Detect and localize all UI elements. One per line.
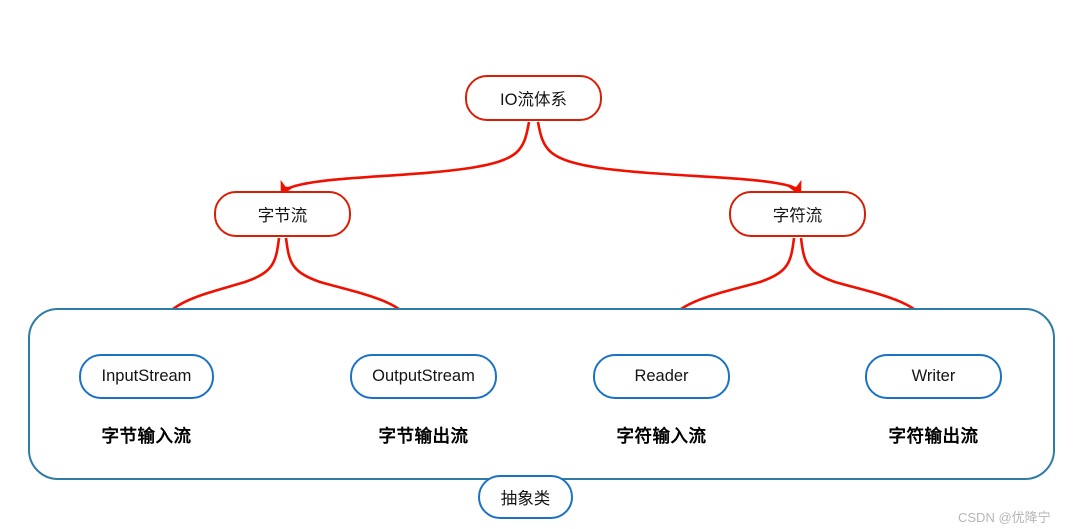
- node-reader[interactable]: Reader: [593, 354, 730, 399]
- node-abstract-class-label: 抽象类: [500, 490, 551, 508]
- node-io-stream-system-label: IO流体系: [500, 91, 567, 109]
- node-io-stream-system[interactable]: IO流体系: [465, 75, 602, 121]
- caption-inputstream: 字节输入流: [101, 426, 192, 446]
- node-byte-stream-label: 字节流: [257, 207, 308, 225]
- node-reader-label: Reader: [634, 367, 689, 385]
- edge-root-to-byte-stream: [280, 121, 531, 197]
- watermark: CSDN @优降宁: [958, 510, 1051, 525]
- caption-reader: 字符输入流: [616, 426, 707, 446]
- caption-outputstream: 字节输出流: [378, 426, 469, 446]
- node-char-stream-label: 字符流: [772, 207, 823, 225]
- node-abstract-class[interactable]: 抽象类: [478, 475, 573, 519]
- node-outputstream-label: OutputStream: [372, 367, 475, 385]
- node-inputstream[interactable]: InputStream: [79, 354, 214, 399]
- caption-writer: 字符输出流: [888, 426, 979, 446]
- node-char-stream[interactable]: 字符流: [729, 191, 866, 237]
- node-outputstream[interactable]: OutputStream: [350, 354, 497, 399]
- node-writer-label: Writer: [911, 367, 956, 385]
- node-inputstream-label: InputStream: [101, 367, 192, 385]
- node-byte-stream[interactable]: 字节流: [214, 191, 351, 237]
- edge-root-to-char-stream: [536, 121, 802, 197]
- node-writer[interactable]: Writer: [865, 354, 1002, 399]
